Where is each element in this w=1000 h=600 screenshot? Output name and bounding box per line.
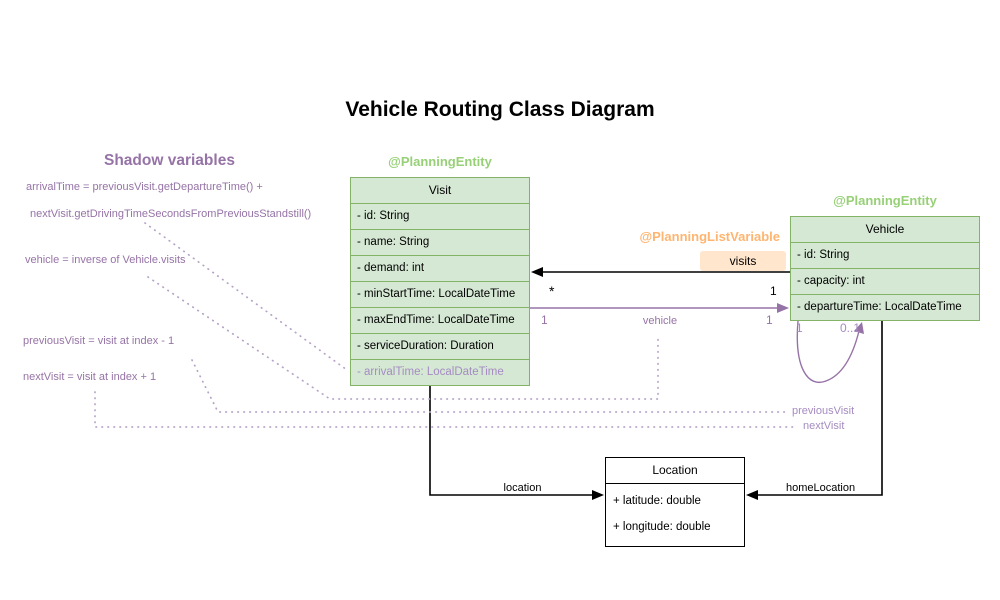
shadow-nextvisit-formula: nextVisit = visit at index + 1 [23,371,157,383]
visit-field-id: - id: String [350,204,530,230]
vehicle-rel-left-multiplicity: 1 [541,313,548,327]
vehicle-field-capacity: - capacity: int [790,269,980,295]
dotted-nextvisit-link [94,391,798,428]
vehicle-field-departuretime: - departureTime: LocalDateTime [790,295,980,321]
shadow-vehicle-formula: vehicle = inverse of Vehicle.visits [25,254,186,266]
shadow-dotted-connectors [94,222,798,428]
visits-edge-label: visits [700,251,786,271]
location-edge-label: location [503,482,542,494]
vehicle-planning-entity-annotation: @PlanningEntity [833,193,937,208]
visit-field-name: - name: String [350,230,530,256]
location-field-latitude: + latitude: double [613,495,701,507]
self-loop-arrow [796,320,864,383]
vehicle-class-name: Vehicle [790,216,980,243]
visits-multiplicity-star: * [549,283,555,299]
visit-class-name: Visit [350,177,530,204]
shadow-variables-heading: Shadow variables [104,152,235,169]
vehicle-field-id: - id: String [790,243,980,269]
location-class-box: Location + latitude: double + longitude:… [605,457,745,547]
self-loop-left-multiplicity: 1 [796,321,803,335]
planning-list-variable-annotation: @PlanningListVariable [639,229,780,244]
shadow-arrivaltime-formula-line1: arrivalTime = previousVisit.getDeparture… [26,181,263,193]
page-title: Vehicle Routing Class Diagram [345,98,655,121]
visit-planning-entity-annotation: @PlanningEntity [388,154,492,169]
shadow-previousvisit-formula: previousVisit = visit at index - 1 [23,335,175,347]
dotted-previousvisit-link [191,359,789,413]
shadow-arrivaltime-formula-line2: nextVisit.getDrivingTimeSecondsFromPrevi… [30,208,312,220]
vehicle-rel-right-multiplicity: 1 [766,313,773,327]
visit-class-box: Visit - id: String - name: String - dema… [350,177,530,386]
vehicle-edge-label: vehicle [642,315,678,327]
vehicle-association-arrow [530,303,789,313]
nextvisit-edge-label: nextVisit [803,420,845,432]
visit-field-minstarttime: - minStartTime: LocalDateTime [350,282,530,308]
visit-field-arrivaltime: - arrivalTime: LocalDateTime [350,360,530,386]
dotted-arrivaltime-link [144,222,348,371]
visit-field-demand: - demand: int [350,256,530,282]
home-location-connector-arrow [746,320,883,500]
visit-field-serviceduration: - serviceDuration: Duration [350,334,530,360]
location-class-name: Location [605,457,745,484]
location-class-fields: + latitude: double + longitude: double [605,484,745,547]
home-location-edge-label: homeLocation [786,482,856,494]
visits-multiplicity-one: 1 [770,284,777,298]
self-loop-right-multiplicity: 0..1 [840,321,861,335]
location-field-longitude: + longitude: double [613,521,711,533]
previousvisit-edge-label: previousVisit [792,405,855,417]
visit-field-maxendtime: - maxEndTime: LocalDateTime [350,308,530,334]
visits-association-arrow [531,267,790,277]
location-connector-arrow [429,386,604,500]
vehicle-class-box: Vehicle - id: String - capacity: int - d… [790,216,980,321]
